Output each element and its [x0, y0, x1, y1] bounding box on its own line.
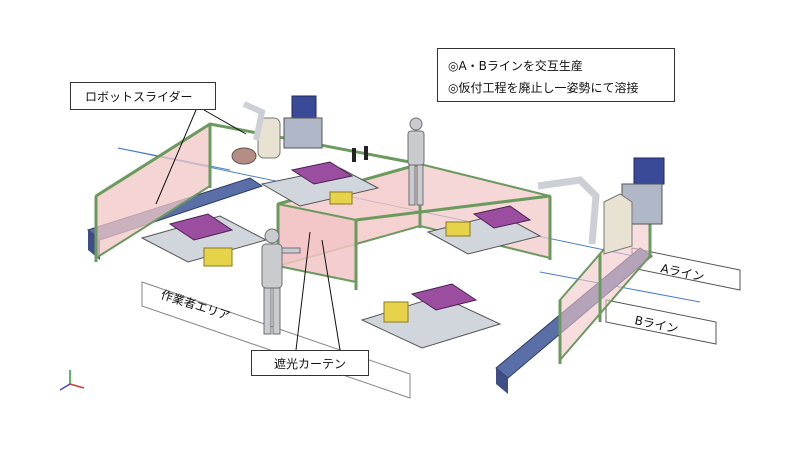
- callout-leaders: [155, 109, 341, 351]
- station-back-left: [260, 161, 380, 207]
- axis-triad-icon: [59, 370, 85, 391]
- note-line-1: ◎A・Bラインを交互生産: [448, 59, 583, 73]
- worker-figure-front: [261, 228, 301, 335]
- station-front-left: [140, 213, 268, 267]
- robot-left: [231, 95, 323, 165]
- right-robot-slider-side: [496, 368, 508, 394]
- line-b-label-box: [605, 299, 717, 345]
- note-line-2: ◎仮付工程を廃止し一姿勢にて溶接: [448, 81, 639, 95]
- robot-right: [537, 157, 665, 255]
- light-curtain-label: 遮光カーテン: [251, 350, 369, 376]
- signal-towers: [352, 146, 368, 162]
- station-back-right: [426, 205, 542, 255]
- station-front-right: [360, 283, 502, 349]
- center-yellow-box: [329, 191, 353, 205]
- worker-figure-back: [407, 117, 425, 206]
- robot-slider-label: ロボットスライダー: [70, 82, 216, 110]
- feature-notes-box: ◎A・Bラインを交互生産 ◎仮付工程を廃止し一姿勢にて溶接: [437, 48, 675, 102]
